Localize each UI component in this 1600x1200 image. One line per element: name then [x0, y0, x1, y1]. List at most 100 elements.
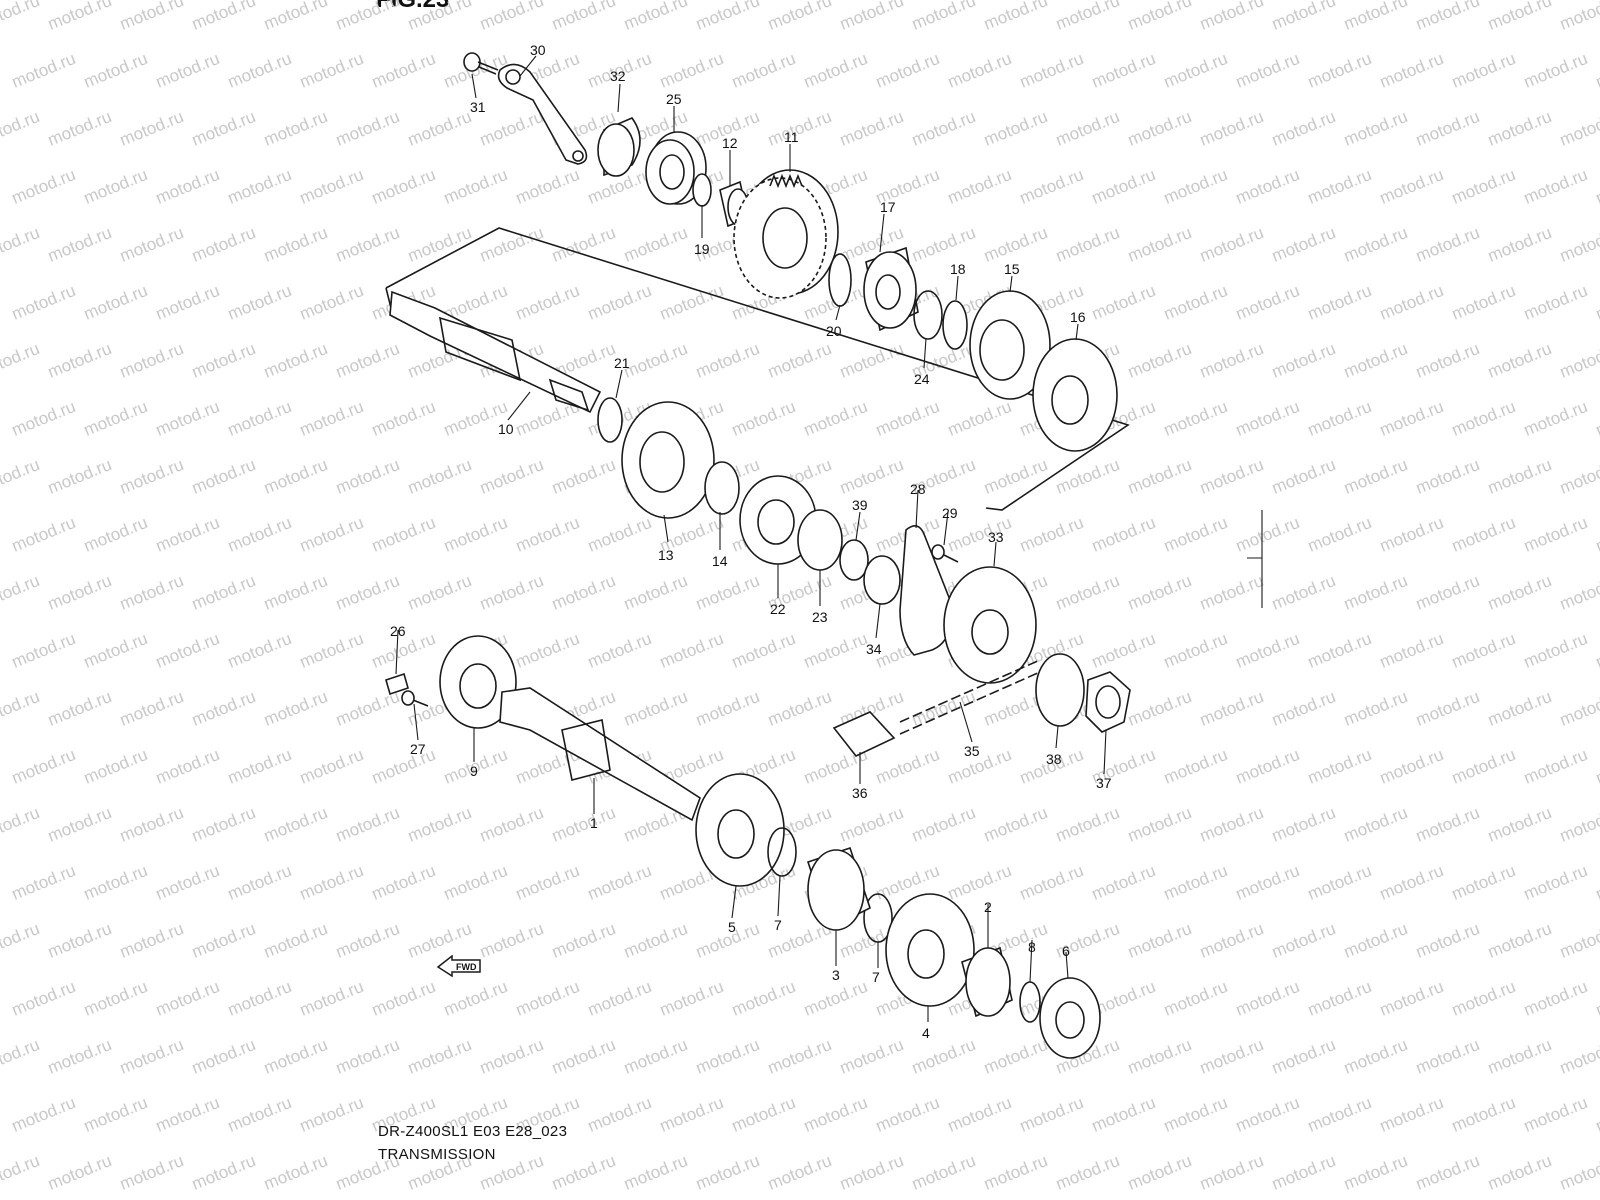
watermark-text: motod.ru: [1485, 223, 1554, 266]
callout-30: 30: [530, 42, 546, 58]
watermark-text: motod.ru: [1233, 49, 1302, 92]
watermark-text: motod.ru: [1161, 977, 1230, 1020]
watermark-text: motod.ru: [909, 803, 978, 846]
watermark-text: motod.ru: [297, 165, 366, 208]
watermark-text: motod.ru: [297, 1093, 366, 1136]
watermark-text: motod.ru: [333, 0, 402, 34]
watermark-text: motod.ru: [369, 49, 438, 92]
watermark-text: motod.ru: [45, 1035, 114, 1078]
watermark-text: motod.ru: [945, 745, 1014, 788]
watermark-text: motod.ru: [45, 803, 114, 846]
watermark-text: motod.ru: [1125, 223, 1194, 266]
watermark-text: motod.ru: [297, 49, 366, 92]
watermark-text: motod.ru: [369, 513, 438, 556]
watermark-text: motod.ru: [189, 919, 258, 962]
watermark-text: motod.ru: [1017, 1093, 1086, 1136]
watermark-text: motod.ru: [333, 1035, 402, 1078]
watermark-text: motod.ru: [1485, 1035, 1554, 1078]
watermark-text: motod.ru: [1017, 49, 1086, 92]
watermark-text: motod.ru: [369, 977, 438, 1020]
watermark-text: motod.ru: [225, 977, 294, 1020]
callout-31: 31: [470, 99, 486, 115]
watermark-text: motod.ru: [117, 571, 186, 614]
watermark-text: motod.ru: [585, 281, 654, 324]
watermark-text: motod.ru: [1125, 1151, 1194, 1194]
watermark-text: motod.ru: [765, 107, 834, 150]
watermark-text: motod.ru: [621, 919, 690, 962]
gear-4: [885, 893, 975, 1007]
watermark-text: motod.ru: [1593, 861, 1600, 904]
watermark-text: motod.ru: [1269, 919, 1338, 962]
watermark-text: motod.ru: [513, 861, 582, 904]
watermark-text: motod.ru: [1269, 223, 1338, 266]
watermark-text: motod.ru: [549, 571, 618, 614]
watermark-text: motod.ru: [45, 223, 114, 266]
watermark-text: motod.ru: [9, 745, 78, 788]
watermark-text: motod.ru: [837, 0, 906, 34]
watermark-text: motod.ru: [117, 107, 186, 150]
watermark-text: motod.ru: [1125, 919, 1194, 962]
watermark-text: motod.ru: [225, 165, 294, 208]
callout-10: 10: [498, 421, 514, 437]
fwd-label: FWD: [456, 962, 477, 972]
watermark-text: motod.ru: [189, 1035, 258, 1078]
watermark-text: motod.ru: [693, 1035, 762, 1078]
watermark-text: motod.ru: [117, 223, 186, 266]
watermark-text: motod.ru: [1305, 1093, 1374, 1136]
callout-27: 27: [410, 741, 426, 757]
watermark-text: motod.ru: [1377, 1093, 1446, 1136]
watermark-text: motod.ru: [981, 1151, 1050, 1194]
drive-chain-35: [899, 659, 1041, 735]
washer-19: [692, 173, 712, 207]
callout-13: 13: [658, 547, 674, 563]
circlip-24: [913, 290, 943, 340]
watermark-text: motod.ru: [1485, 803, 1554, 846]
watermark-text: motod.ru: [1521, 165, 1590, 208]
watermark-text: motod.ru: [1521, 861, 1590, 904]
watermark-text: motod.ru: [1593, 49, 1600, 92]
watermark-text: motod.ru: [1197, 339, 1266, 382]
watermark-text: motod.ru: [1593, 165, 1600, 208]
watermark-text: motod.ru: [1377, 513, 1446, 556]
watermark-text: motod.ru: [1341, 1151, 1410, 1194]
watermark-text: motod.ru: [1449, 1093, 1518, 1136]
watermark-text: motod.ru: [1557, 107, 1600, 150]
watermark-text: motod.ru: [81, 397, 150, 440]
watermark-text: motod.ru: [477, 571, 546, 614]
watermark-text: motod.ru: [477, 803, 546, 846]
watermark-text: motod.ru: [765, 687, 834, 730]
watermark-text: motod.ru: [333, 919, 402, 962]
watermark-text: motod.ru: [189, 455, 258, 498]
callout-5: 5: [728, 919, 736, 935]
watermark-text: motod.ru: [909, 223, 978, 266]
watermark-text: motod.ru: [153, 165, 222, 208]
watermark-text: motod.ru: [1305, 397, 1374, 440]
watermark-text: motod.ru: [0, 571, 42, 614]
watermark-text: motod.ru: [1521, 513, 1590, 556]
watermark-text: motod.ru: [0, 1151, 42, 1194]
watermark-text: motod.ru: [1413, 223, 1482, 266]
watermark-text: motod.ru: [297, 745, 366, 788]
watermark-text: motod.ru: [621, 571, 690, 614]
callout-38: 38: [1046, 751, 1062, 767]
callout-22: 22: [770, 601, 786, 617]
watermark-text: motod.ru: [441, 861, 510, 904]
watermark-text: motod.ru: [1089, 49, 1158, 92]
watermark-text: motod.ru: [1449, 281, 1518, 324]
watermark-text: motod.ru: [441, 165, 510, 208]
watermark-text: motod.ru: [0, 339, 42, 382]
watermark-text: motod.ru: [9, 165, 78, 208]
watermark-text: motod.ru: [189, 571, 258, 614]
watermark-text: motod.ru: [945, 1093, 1014, 1136]
watermark-text: motod.ru: [1593, 1093, 1600, 1136]
watermark-text: motod.ru: [585, 629, 654, 672]
watermark-text: motod.ru: [945, 861, 1014, 904]
watermark-text: motod.ru: [1125, 0, 1194, 34]
watermark-text: motod.ru: [585, 977, 654, 1020]
watermark-text: motod.ru: [657, 281, 726, 324]
watermark-text: motod.ru: [189, 1151, 258, 1194]
watermark-text: motod.ru: [117, 803, 186, 846]
bushing-32: [597, 117, 641, 177]
diagram-code: DR-Z400SL1 E03 E28_023: [378, 1123, 568, 1140]
